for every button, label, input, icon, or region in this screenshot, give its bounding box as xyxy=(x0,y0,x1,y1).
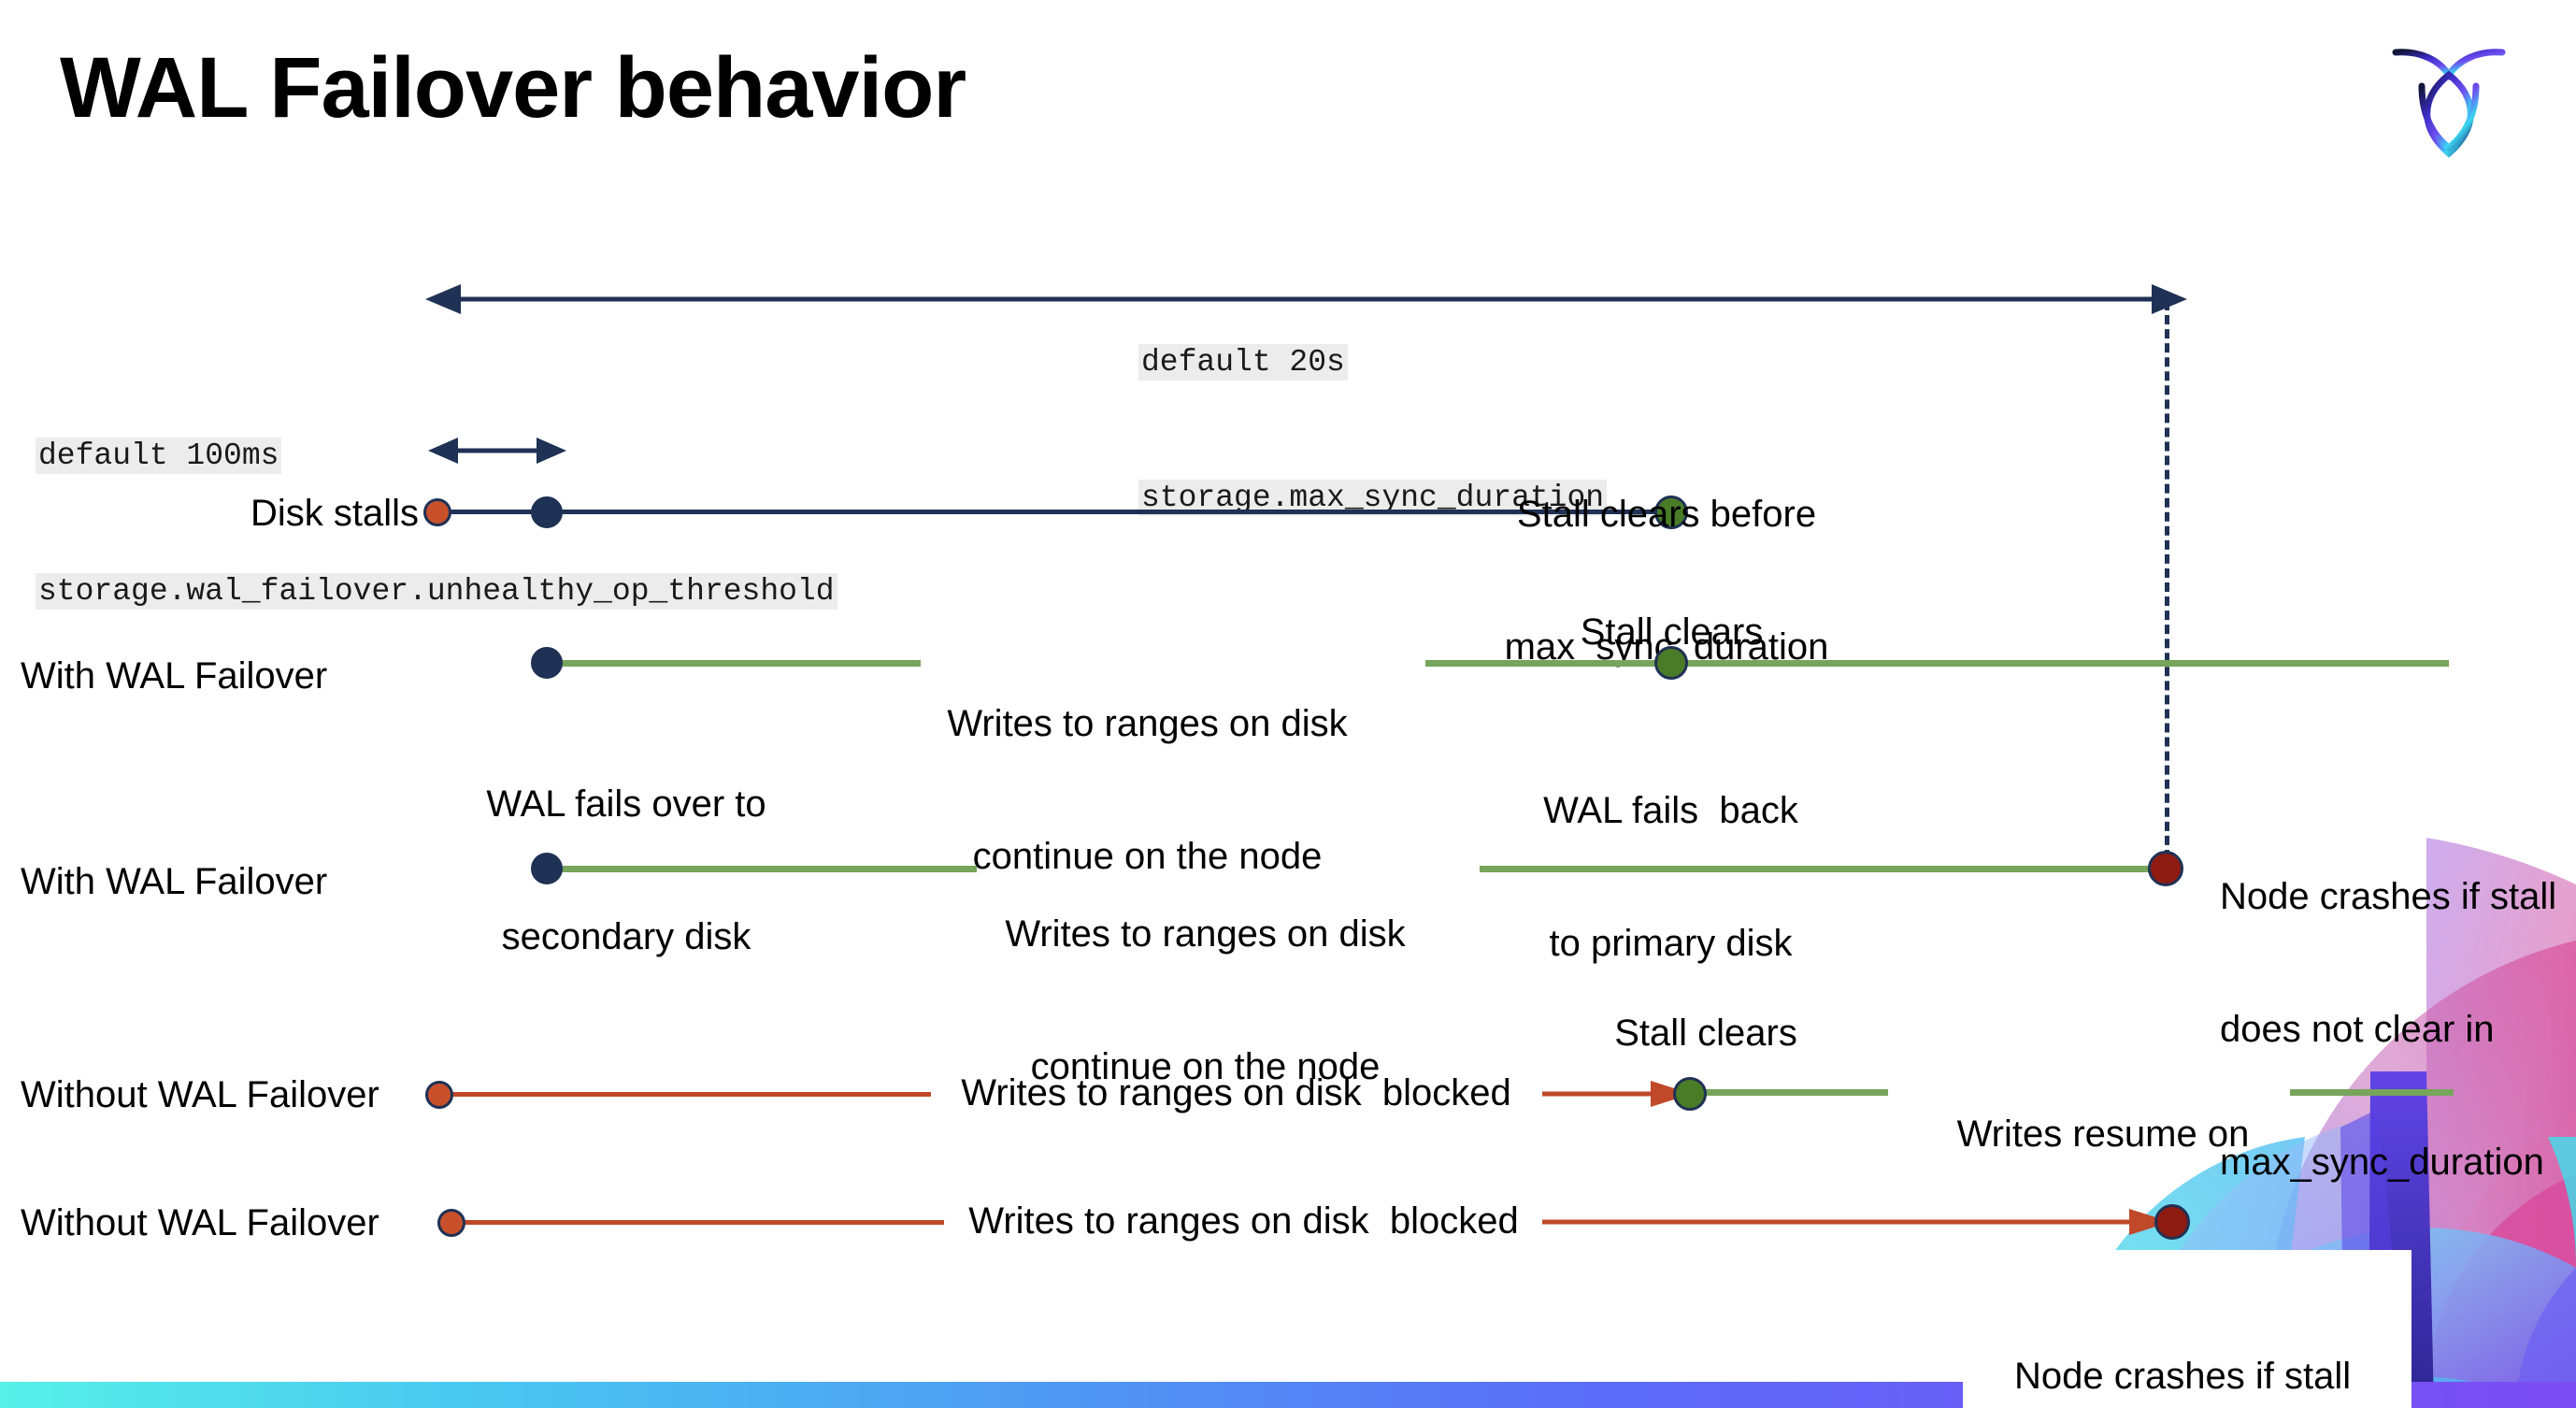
with-wal-failover-1-segment-a xyxy=(542,660,921,667)
annotation-node-crashes-row3: Node crashes if stall does not clear in … xyxy=(2220,787,2576,1272)
annotation-line: secondary disk xyxy=(501,915,751,957)
without-wal-failover-1-blocked-line xyxy=(445,1092,931,1097)
row-label-without-wal-failover-1: Without WAL Failover xyxy=(21,1074,379,1115)
annotation-line: WAL fails over to xyxy=(486,783,766,826)
without-wal-failover-1-resume-line xyxy=(1682,1089,1888,1096)
without-wal-failover-2-crash-dot xyxy=(2154,1204,2190,1240)
annotation-writes-continue-row2: Writes to ranges on disk continue on the… xyxy=(935,614,1360,968)
annotation-line: Writes resume on xyxy=(1956,1113,2250,1156)
annotation-node-crashes-row5: Node crashes if stall does not clear in … xyxy=(2014,1267,2416,1408)
disk-stalls-timeline-line xyxy=(436,510,1669,514)
without-wal-failover-1-arrow xyxy=(1542,1081,1692,1107)
with-wal-failover-2-failover-dot xyxy=(531,853,563,884)
annotation-wal-fails-over: WAL fails over to secondary disk xyxy=(425,695,827,1048)
with-wal-failover-1-segment-b xyxy=(1425,660,2449,667)
disk-stalls-clear-dot xyxy=(1654,496,1688,529)
with-wal-failover-2-segment-a xyxy=(542,866,977,872)
without-wal-failover-1-clear-dot xyxy=(1673,1077,1707,1111)
max-sync-duration-arrow xyxy=(425,284,2187,314)
annotation-writes-blocked-row4: Writes to ranges on disk blocked xyxy=(961,1072,1511,1113)
with-wal-failover-2-segment-b xyxy=(1480,866,2171,872)
annotation-writes-continue-row3: Writes to ranges on disk continue on the… xyxy=(993,825,1418,1178)
cockroach-labs-logo-icon xyxy=(2392,49,2506,158)
unhealthy-op-threshold-setting-code: default 100ms storage.wal_failover.unhea… xyxy=(36,344,837,704)
without-wal-failover-2-blocked-line-a xyxy=(458,1220,944,1225)
unhealthy-op-threshold-arrow xyxy=(428,438,566,464)
with-wal-failover-2-crash-dot xyxy=(2148,851,2183,886)
disk-stalls-failover-dot xyxy=(531,496,563,528)
with-wal-failover-1-clear-dot xyxy=(1654,646,1688,680)
without-wal-failover-2-start-dot xyxy=(437,1209,465,1237)
annotation-line: max_sync_duration xyxy=(2220,1141,2544,1183)
without-wal-failover-1-start-dot xyxy=(425,1081,453,1109)
unhealthy-op-threshold-default: default 100ms xyxy=(36,438,282,475)
annotation-wal-fails-back: WAL fails back to primary disk xyxy=(1477,701,1865,1055)
annotation-line: continue on the node xyxy=(1030,1045,1381,1087)
unhealthy-op-threshold-name: storage.wal_failover.unhealthy_op_thresh… xyxy=(36,572,837,610)
annotation-line: Node crashes if stall xyxy=(2014,1356,2352,1398)
annotation-stall-clears-row4: Stall clears xyxy=(1614,1013,1797,1054)
with-wal-failover-1-failover-dot xyxy=(531,647,563,679)
without-wal-failover-1-resume-line-far xyxy=(2290,1089,2454,1096)
annotation-line: WAL fails back xyxy=(1543,790,1798,832)
annotation-line: Node crashes if stall xyxy=(2220,876,2557,918)
row-label-without-wal-failover-2: Without WAL Failover xyxy=(21,1202,379,1243)
annotation-line: continue on the node xyxy=(972,835,1323,877)
disk-stalls-start-dot xyxy=(423,498,451,526)
annotation-line: Stall clears before xyxy=(1516,494,1817,536)
max-sync-duration-dashed-guide xyxy=(2165,301,2169,873)
node-crash-callout-box xyxy=(1963,1250,2411,1408)
page-title: WAL Failover behavior xyxy=(60,40,966,136)
annotation-line: to primary disk xyxy=(1549,922,1793,964)
annotation-stall-clears-row2: Stall clears xyxy=(1580,611,1764,653)
max-sync-duration-setting-code: default 20s storage.max_sync_duration xyxy=(1138,251,1608,611)
row-label-disk-stalls: Disk stalls xyxy=(250,493,419,534)
without-wal-failover-2-arrow xyxy=(1542,1209,2170,1235)
row-label-with-wal-failover-1: With WAL Failover xyxy=(21,655,328,697)
annotation-line: Writes to ranges on disk xyxy=(1005,913,1406,955)
row-label-with-wal-failover-2: With WAL Failover xyxy=(21,861,328,902)
max-sync-duration-default: default 20s xyxy=(1138,344,1348,381)
annotation-line: Writes to ranges on disk xyxy=(947,703,1348,745)
annotation-line: does not clear in xyxy=(2220,1008,2495,1050)
annotation-writes-blocked-row5: Writes to ranges on disk blocked xyxy=(968,1200,1519,1242)
